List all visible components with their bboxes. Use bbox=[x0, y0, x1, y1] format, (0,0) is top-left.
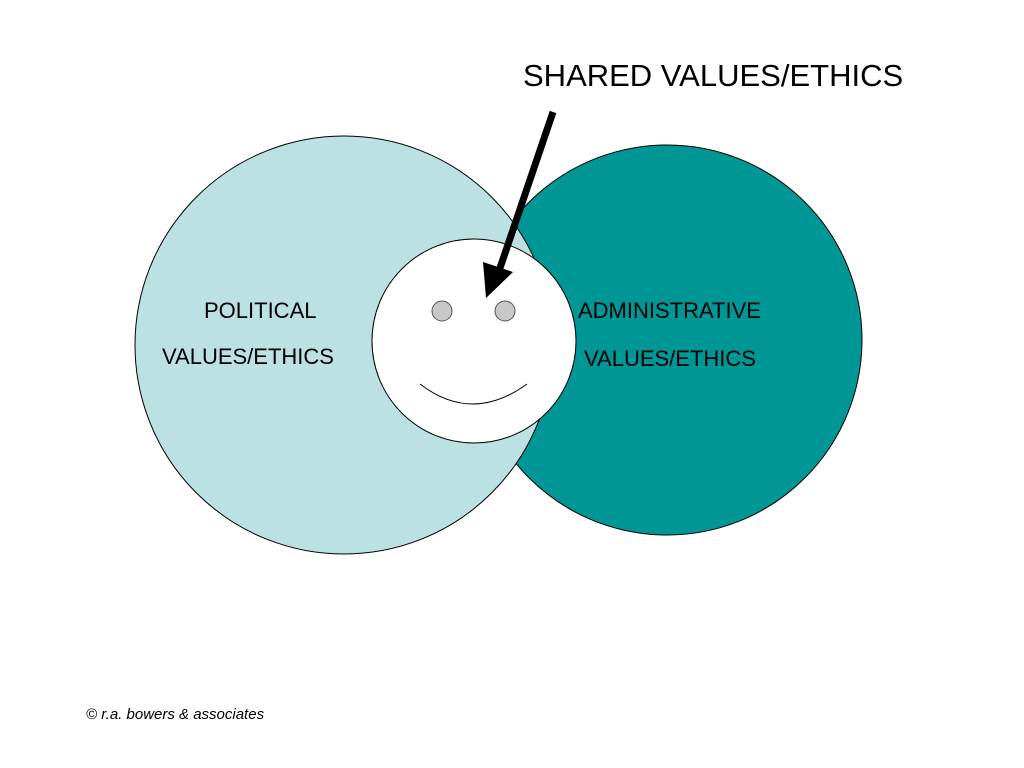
arrow-icon bbox=[483, 110, 557, 298]
face-circle bbox=[371, 238, 577, 444]
administrative-label-line1: ADMINISTRATIVE bbox=[578, 298, 761, 323]
smiley-face-icon bbox=[371, 238, 577, 444]
smile-mouth bbox=[419, 383, 528, 405]
copyright-footer: © r.a. bowers & associates bbox=[86, 706, 265, 723]
right-eye bbox=[494, 300, 516, 322]
administrative-label-line2: VALUES/ETHICS bbox=[584, 346, 756, 371]
shared-values-title: SHARED VALUES/ETHICS bbox=[523, 58, 904, 93]
arrow-shaft bbox=[496, 110, 557, 270]
political-label-line2: VALUES/ETHICS bbox=[162, 344, 334, 369]
left-eye bbox=[431, 300, 453, 322]
arrow-head bbox=[483, 262, 513, 298]
political-label-line1: POLITICAL bbox=[204, 298, 317, 323]
